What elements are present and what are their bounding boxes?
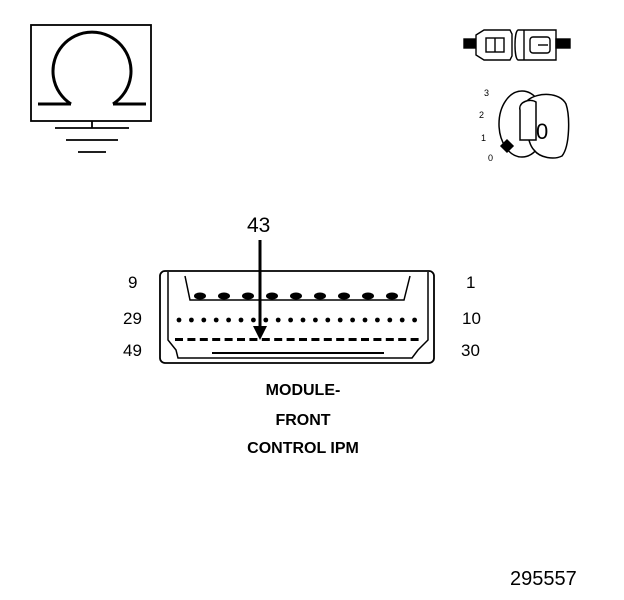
callout-pin-label: 43 [247, 214, 271, 237]
pin-cavity [314, 292, 326, 300]
pin-cavity [311, 338, 320, 341]
pin-cavity [300, 317, 306, 323]
pin-cavity [224, 338, 233, 341]
key-pos-0: 0 [488, 153, 493, 163]
pin-cavity [313, 317, 318, 323]
pin-cavity [325, 317, 331, 323]
callout-arrow [253, 240, 267, 340]
pin-cavity [387, 317, 393, 323]
pin-cavity [226, 317, 232, 323]
pin-label-49: 49 [123, 341, 142, 360]
pin-cavity [373, 338, 382, 341]
pin-cavity [375, 317, 380, 323]
pin-cavity [410, 338, 419, 341]
pin-label-10: 10 [462, 309, 481, 328]
pin-row-top [194, 292, 398, 300]
key-label: 0 [536, 119, 548, 144]
pin-cavity [399, 317, 405, 323]
pin-cavity [338, 292, 350, 300]
pin-cavity [199, 338, 208, 341]
pin-cavity [194, 292, 206, 300]
pin-cavity [238, 317, 244, 323]
pin-cavity [290, 292, 302, 300]
pin-cavity [299, 338, 307, 341]
pin-cavity [237, 338, 245, 341]
pin-cavity [263, 317, 269, 323]
key-pos-3: 3 [484, 88, 489, 98]
pin-cavity [385, 338, 394, 341]
connector-face-icon [159, 270, 435, 364]
pin-cavity [288, 317, 293, 323]
pin-cavity [323, 338, 332, 341]
pin-cavity [251, 317, 256, 323]
pin-cavity [201, 317, 207, 323]
pin-row-middle [176, 317, 417, 323]
pin-cavity [350, 317, 355, 323]
pin-cavity [386, 292, 398, 300]
title-line-1: MODULE- [265, 382, 341, 399]
pin-label-30: 30 [461, 341, 480, 360]
pin-cavity [362, 317, 368, 323]
pin-label-29: 29 [123, 309, 142, 328]
pin-cavity [361, 338, 369, 341]
pin-label-9: 9 [128, 273, 138, 292]
figure-id: 295557 [510, 568, 577, 590]
pin-cavity [218, 292, 230, 300]
pin-cavity [213, 317, 219, 323]
pin-row-bottom [175, 338, 419, 341]
pin-cavity [348, 338, 357, 341]
pin-cavity [275, 317, 281, 323]
pin-cavity [175, 338, 183, 341]
pin-cavity [412, 317, 417, 323]
pin-cavity [286, 338, 295, 341]
pin-label-1: 1 [466, 273, 476, 292]
pin-cavity [187, 338, 196, 341]
pin-cavity [336, 338, 345, 341]
title-line-2: FRONT [275, 412, 331, 429]
key-pos-2: 2 [479, 110, 484, 120]
pin-cavity [212, 338, 221, 341]
title-line-3: CONTROL IPM [247, 440, 359, 457]
pin-cavity [274, 338, 283, 341]
pin-cavity [176, 317, 182, 323]
pin-cavity [242, 292, 254, 300]
pin-cavity [261, 338, 270, 341]
pin-cavity [249, 338, 258, 341]
connector-disconnected-icon [463, 29, 571, 61]
pin-cavity [189, 317, 194, 323]
pin-cavity [398, 338, 407, 341]
ignition-key-icon [498, 90, 570, 159]
ohmmeter-ground-icon [30, 24, 152, 153]
key-pos-1: 1 [481, 133, 486, 143]
pin-cavity [266, 292, 278, 300]
pin-cavity [337, 317, 343, 323]
pin-cavity [362, 292, 374, 300]
